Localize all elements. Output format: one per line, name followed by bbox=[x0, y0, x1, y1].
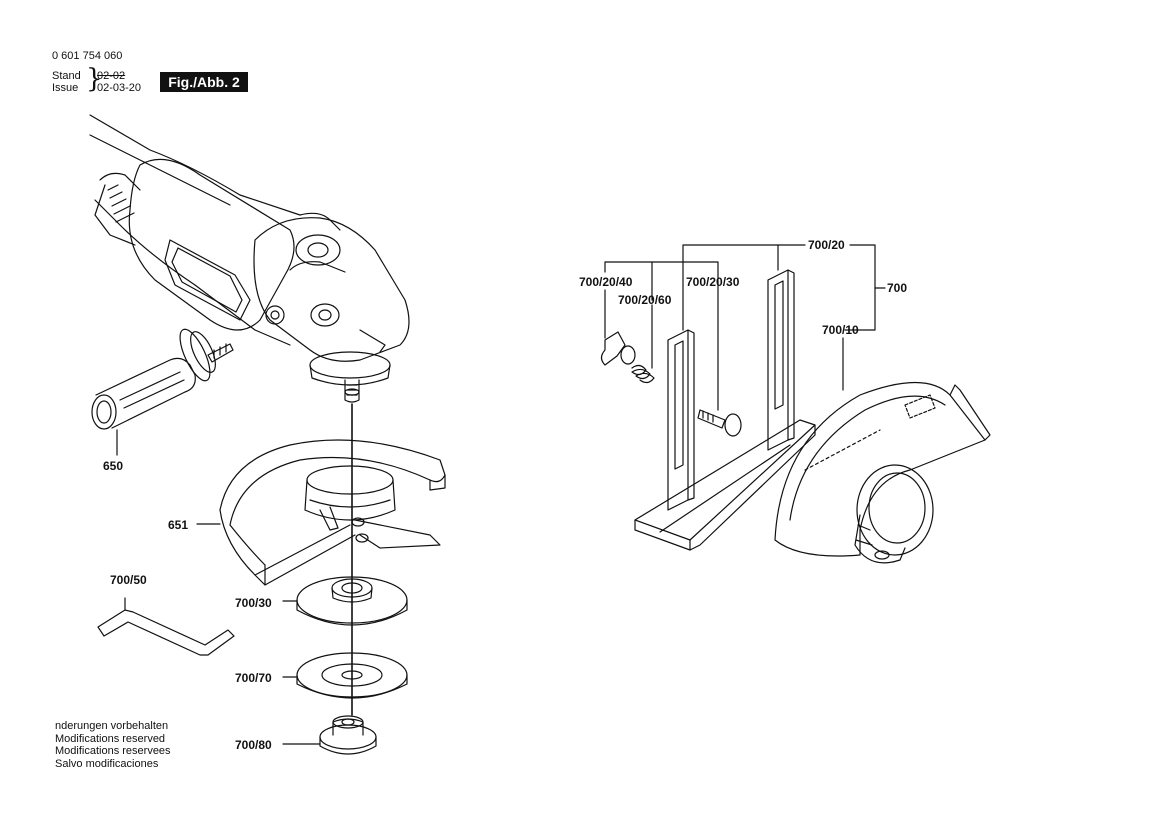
callout-650: 650 bbox=[103, 459, 124, 473]
modifications-notice: nderungen vorbehalten Modifications rese… bbox=[55, 720, 171, 770]
clamping-nut-700-80 bbox=[283, 716, 376, 754]
callout-700-20-30: 700/20/30 bbox=[686, 275, 740, 289]
callout-700-30: 700/30 bbox=[235, 596, 272, 610]
part-number: 0 601 754 060 bbox=[52, 50, 123, 62]
auxiliary-handle-650 bbox=[92, 325, 233, 455]
callout-700-10: 700/10 bbox=[822, 323, 859, 337]
stand-label: Stand bbox=[52, 70, 81, 82]
hex-key-700-50 bbox=[98, 598, 234, 655]
callout-700-50: 700/50 bbox=[110, 573, 147, 587]
clamping-flange-700-70 bbox=[283, 653, 407, 698]
notice-fr: Modifications reservees bbox=[55, 745, 171, 757]
notice-de: nderungen vorbehalten bbox=[55, 720, 169, 732]
notice-en: Modifications reserved bbox=[55, 732, 166, 745]
issue-date: 02-03-20 bbox=[97, 82, 142, 94]
issue-label: Issue bbox=[52, 82, 79, 94]
callout-700: 700 bbox=[887, 281, 908, 295]
callout-700-80: 700/80 bbox=[235, 738, 272, 752]
callout-700-20-40: 700/20/40 bbox=[579, 275, 633, 289]
callout-700-20-60: 700/20/60 bbox=[618, 293, 672, 307]
notice-es: Salvo modificaciones bbox=[55, 757, 159, 770]
cutting-guard-700-10 bbox=[775, 383, 990, 563]
mounting-flange-700-30 bbox=[283, 577, 407, 625]
callout-leaders bbox=[605, 245, 885, 410]
angle-grinder-illustration bbox=[90, 115, 409, 402]
wheel-guard-651 bbox=[197, 440, 445, 585]
callout-700-20: 700/20 bbox=[808, 238, 845, 252]
stand-date: 02-02 bbox=[97, 70, 126, 82]
callout-651: 651 bbox=[168, 518, 189, 532]
callout-700-70: 700/70 bbox=[235, 671, 272, 685]
cutting-guide-bracket-700-20 bbox=[602, 270, 816, 550]
date-brace: } bbox=[86, 64, 103, 94]
figure-badge: Fig./Abb. 2 bbox=[160, 72, 248, 92]
